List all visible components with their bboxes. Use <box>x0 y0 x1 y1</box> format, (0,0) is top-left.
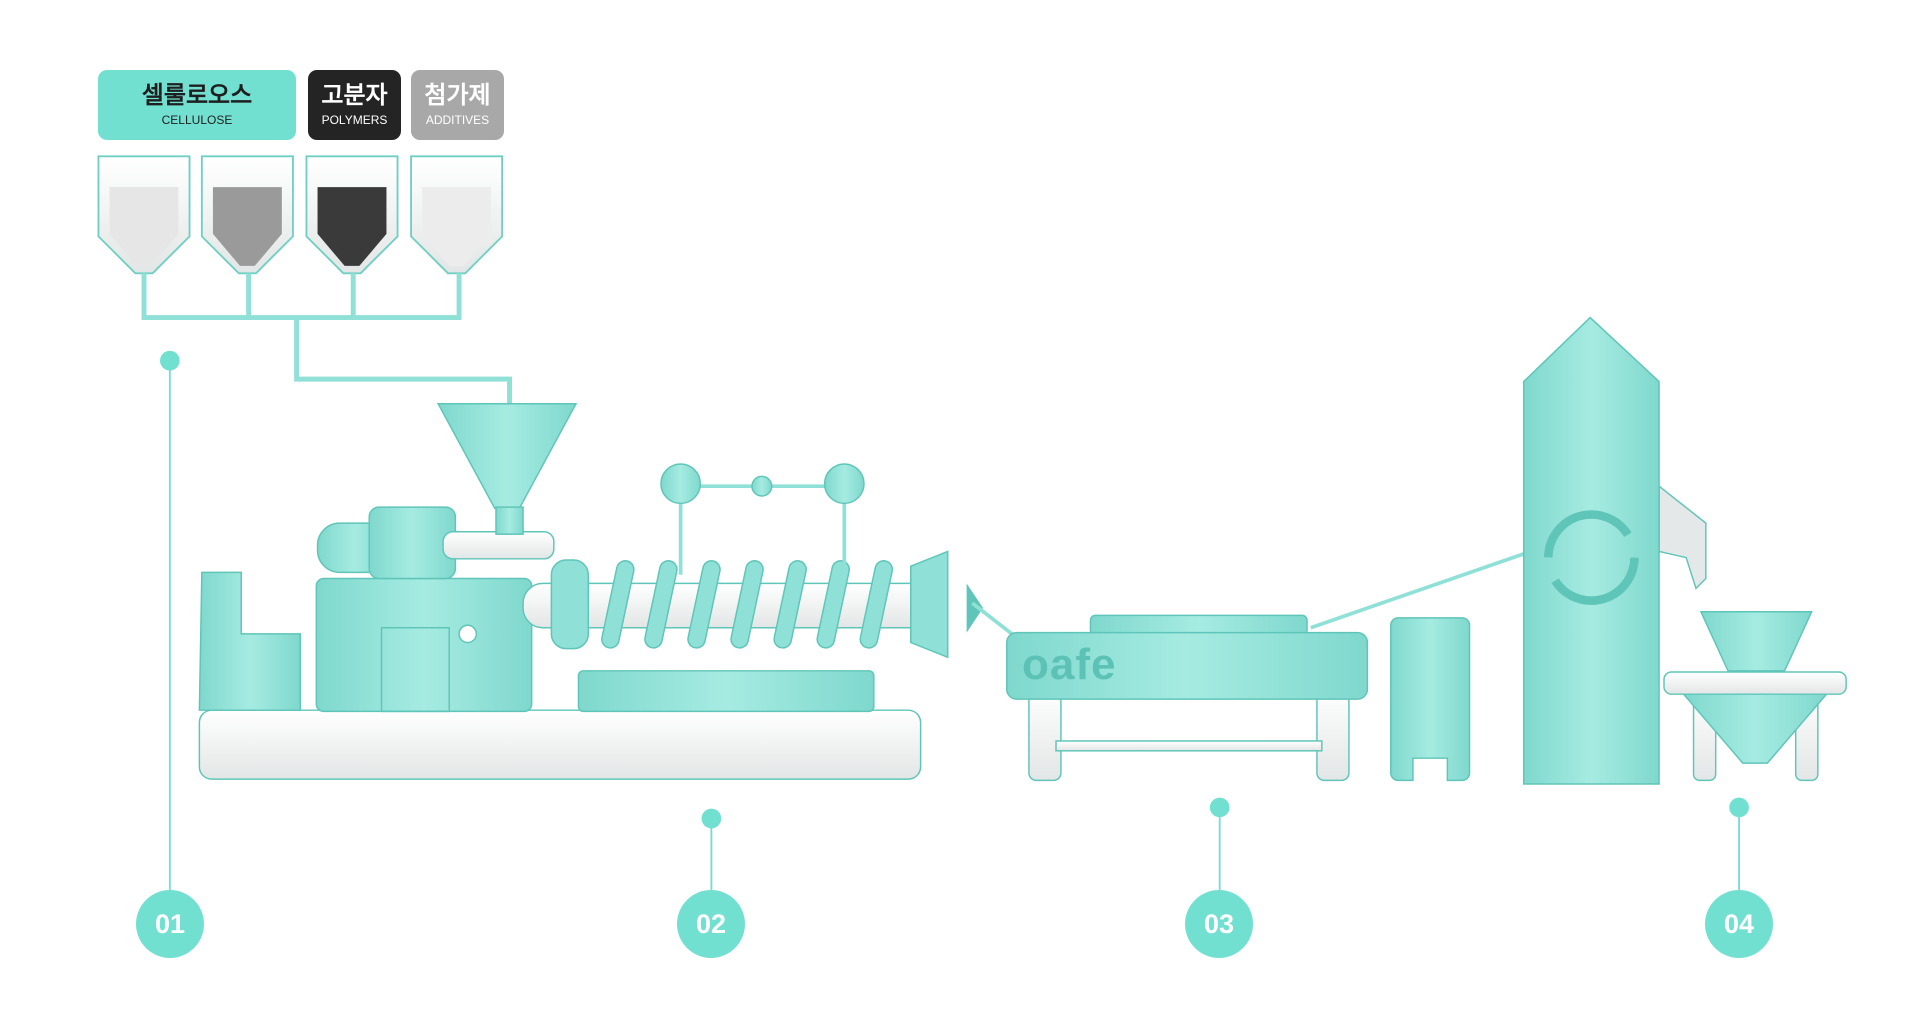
material-silos <box>97 155 504 275</box>
silo-3 <box>305 155 399 275</box>
label-en: CELLULOSE <box>161 113 233 127</box>
label-additives: 첨가제 ADDITIVES <box>411 70 504 140</box>
step-01: 01 <box>136 890 204 958</box>
label-en: ADDITIVES <box>425 113 490 127</box>
step-04: 04 <box>1705 890 1773 958</box>
silo-4 <box>410 155 504 275</box>
step-markers <box>160 350 1749 893</box>
label-en: POLYMERS <box>321 113 388 127</box>
silo-1 <box>97 155 191 275</box>
label-ko: 고분자 <box>321 82 388 109</box>
step-03: 03 <box>1185 890 1253 958</box>
cooling-table <box>971 552 1525 782</box>
label-ko: 첨가제 <box>424 82 491 109</box>
silo-2 <box>200 155 294 275</box>
label-ko: 셀룰로오스 <box>141 82 253 109</box>
feed-pipes <box>141 273 512 407</box>
brand-logo: oafe <box>1022 640 1117 689</box>
pelletizer-tower <box>1522 316 1847 785</box>
label-cellulose: 셀룰로오스 CELLULOSE <box>98 70 296 140</box>
label-polymers: 고분자 POLYMERS <box>308 70 401 140</box>
extruder-machine <box>198 402 984 780</box>
step-02: 02 <box>677 890 745 958</box>
